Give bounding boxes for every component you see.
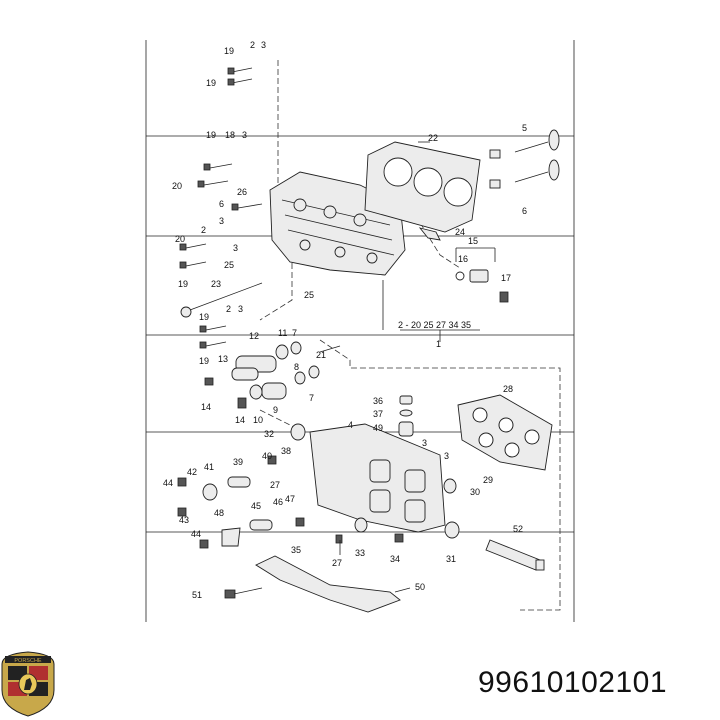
callout: 6 bbox=[219, 199, 224, 209]
bolts-left bbox=[179, 67, 263, 349]
callout: 28 bbox=[503, 384, 513, 394]
callout: 3 bbox=[233, 243, 238, 253]
callout: 45 bbox=[251, 501, 261, 511]
callout: 49 bbox=[373, 423, 383, 433]
callout: 3 bbox=[444, 451, 449, 461]
callout: 24 bbox=[455, 227, 465, 237]
callout: 41 bbox=[204, 462, 214, 472]
callout: 47 bbox=[285, 494, 295, 504]
assembly-note: 2 - 20 25 27 34 35 bbox=[398, 320, 471, 330]
callout: 37 bbox=[373, 409, 383, 419]
callout: 19 bbox=[199, 356, 209, 366]
callout: 17 bbox=[501, 273, 511, 283]
callout: 11 bbox=[278, 328, 287, 338]
callout: 2 bbox=[201, 225, 206, 235]
callout: 43 bbox=[179, 515, 189, 525]
callout: 8 bbox=[294, 362, 299, 372]
callout: 10 bbox=[253, 415, 263, 425]
callout: 31 bbox=[446, 554, 456, 564]
callout: 19 bbox=[206, 78, 216, 88]
svg-text:PORSCHE: PORSCHE bbox=[14, 658, 42, 664]
callout: 19 bbox=[206, 130, 216, 140]
part-number: 99610102101 bbox=[478, 666, 668, 699]
callout-labels: 19 2 3 19 19 18 3 20 26 6 3 22 5 6 24 20… bbox=[163, 40, 527, 600]
callout: 3 bbox=[422, 438, 427, 448]
callout: 22 bbox=[428, 133, 438, 143]
callout: 44 bbox=[163, 478, 173, 488]
callout: 4 bbox=[348, 420, 353, 430]
callout: 52 bbox=[513, 524, 523, 534]
callout: 7 bbox=[292, 328, 297, 338]
callout: 16 bbox=[458, 254, 468, 264]
callout: 13 bbox=[218, 354, 228, 364]
callout: 14 bbox=[201, 402, 211, 412]
manifold bbox=[457, 394, 553, 471]
diagram-frame bbox=[145, 40, 575, 622]
callout: 14 bbox=[235, 415, 245, 425]
callout: 27 bbox=[270, 480, 280, 490]
callout: 6 bbox=[522, 206, 527, 216]
callout: 33 bbox=[355, 548, 365, 558]
callout: 5 bbox=[522, 123, 527, 133]
callout: 3 bbox=[219, 216, 224, 226]
callout: 25 bbox=[304, 290, 314, 300]
callout: 20 bbox=[175, 234, 185, 244]
callout: 19 bbox=[224, 46, 234, 56]
callout: 26 bbox=[237, 187, 247, 197]
callout: 1 bbox=[436, 339, 441, 349]
callout: 20 bbox=[172, 181, 182, 191]
callout: 12 bbox=[249, 331, 259, 341]
callout: 32 bbox=[264, 429, 274, 439]
callout: 19 bbox=[178, 279, 188, 289]
callout: 21 bbox=[316, 350, 326, 360]
callout: 3 bbox=[261, 40, 266, 50]
callout: 27 bbox=[332, 558, 342, 568]
callout: 46 bbox=[273, 497, 283, 507]
callout: 39 bbox=[233, 457, 243, 467]
valves bbox=[489, 129, 560, 189]
actuator-parts bbox=[177, 455, 404, 549]
callout: 48 bbox=[214, 508, 224, 518]
callout: 7 bbox=[309, 393, 314, 403]
bracket bbox=[224, 555, 401, 613]
callout: 25 bbox=[224, 260, 234, 270]
callout: 42 bbox=[187, 467, 197, 477]
callout: 36 bbox=[373, 396, 383, 406]
leader-lines bbox=[339, 141, 496, 593]
callout: 30 bbox=[470, 487, 480, 497]
callout: 3 bbox=[238, 304, 243, 314]
porsche-crest-logo: PORSCHE bbox=[1, 651, 55, 717]
callout: 38 bbox=[281, 446, 291, 456]
callout: 23 bbox=[211, 279, 221, 289]
callout: 40 bbox=[262, 451, 272, 461]
callout: 15 bbox=[468, 236, 478, 246]
sealant-tube bbox=[485, 539, 545, 571]
callout: 19 bbox=[199, 312, 209, 322]
callout: 2 bbox=[250, 40, 255, 50]
callout: 2 bbox=[226, 304, 231, 314]
callout: 9 bbox=[273, 405, 278, 415]
callout: 3 bbox=[242, 130, 247, 140]
callout: 18 bbox=[225, 130, 235, 140]
valve-train-parts bbox=[204, 341, 341, 409]
head-gasket bbox=[364, 141, 481, 233]
callout: 29 bbox=[483, 475, 493, 485]
callout: 35 bbox=[291, 545, 301, 555]
solenoid-parts bbox=[398, 395, 414, 437]
sensor-parts bbox=[418, 227, 509, 303]
callout: 34 bbox=[390, 554, 400, 564]
callout: 50 bbox=[415, 582, 425, 592]
callout: 44 bbox=[191, 529, 201, 539]
camshaft-housing bbox=[290, 423, 460, 539]
callout: 51 bbox=[192, 590, 202, 600]
